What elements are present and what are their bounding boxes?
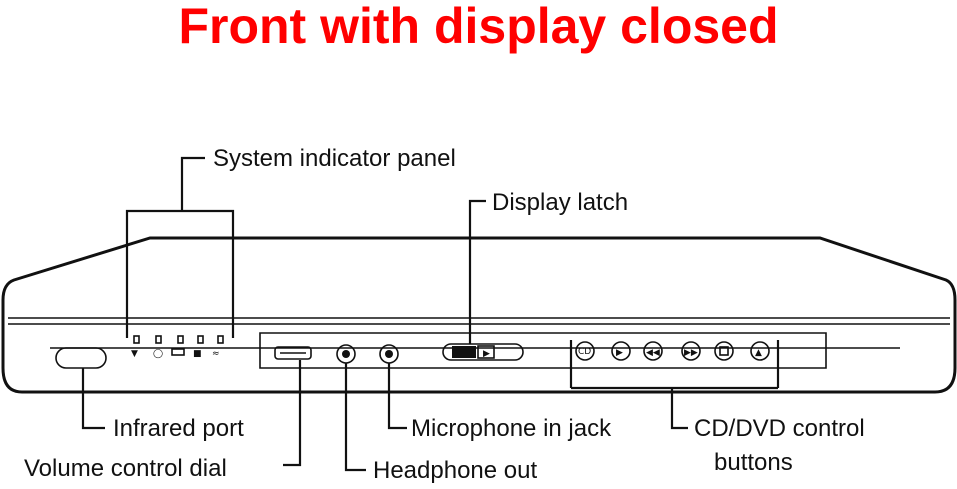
svg-text:▼: ▼: [131, 349, 138, 359]
infrared-port: [55, 347, 107, 369]
svg-text:▶▶: ▶▶: [684, 348, 698, 358]
svg-text:◀◀: ◀◀: [646, 348, 660, 358]
svg-text:◯: ◯: [153, 349, 163, 359]
label-microphone-in-jack: Microphone in jack: [411, 415, 612, 442]
label-cd-dvd-control: CD/DVD control: [694, 415, 865, 442]
svg-text:▶: ▶: [616, 348, 623, 358]
next-track-icon: [681, 341, 701, 361]
display-latch: [442, 343, 524, 361]
port-panel: ▶: [259, 332, 827, 369]
page-title: Front with display closed: [178, 0, 779, 54]
system-indicator-lights: ▼ ◯ ■ ≈: [131, 335, 224, 359]
label-system-indicator-panel: System indicator panel: [213, 145, 456, 172]
svg-text:CD: CD: [578, 347, 591, 357]
label-volume-control-dial: Volume control dial: [24, 455, 227, 482]
label-headphone-out: Headphone out: [373, 457, 537, 484]
cd-dvd-buttons: CD ▶ ◀◀ ▶▶ ▲: [575, 341, 770, 361]
eject-icon: [750, 341, 770, 361]
stop-icon: [714, 341, 734, 361]
label-display-latch: Display latch: [492, 189, 628, 216]
volume-control-dial: [274, 346, 312, 360]
svg-text:▶: ▶: [483, 349, 490, 359]
svg-text:▲: ▲: [755, 348, 762, 358]
cd-mode-icon: [575, 341, 595, 361]
svg-text:■: ■: [193, 349, 202, 359]
label-infrared-port: Infrared port: [113, 415, 244, 442]
laptop-body: [1, 236, 957, 394]
svg-text:≈: ≈: [212, 349, 220, 359]
label-cd-dvd-buttons: buttons: [714, 449, 793, 476]
play-pause-icon: [611, 341, 631, 361]
callout-lines: [81, 156, 780, 472]
previous-track-icon: [643, 341, 663, 361]
